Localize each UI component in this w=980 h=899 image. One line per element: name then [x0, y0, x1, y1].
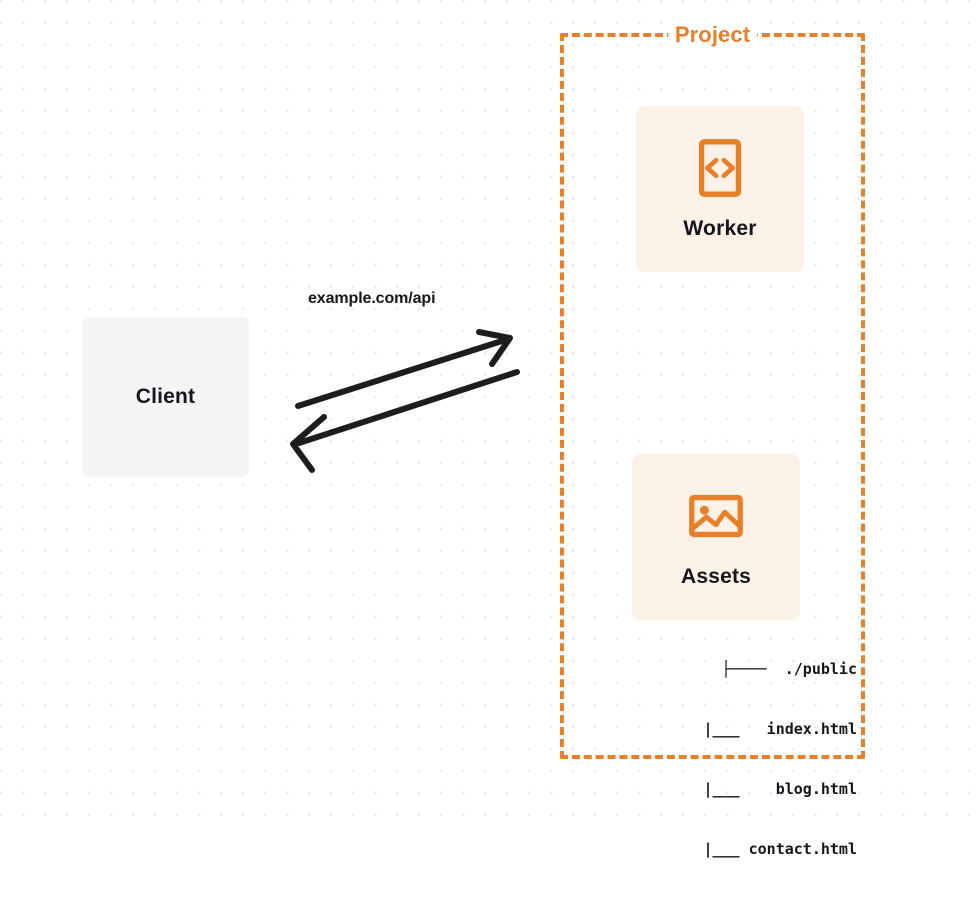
project-title: Project	[667, 22, 758, 48]
client-label: Client	[135, 385, 196, 408]
worker-card[interactable]: Worker	[636, 106, 804, 272]
image-icon	[689, 494, 743, 538]
request-arrow	[295, 329, 513, 409]
assets-file-tree: ├──── ./public |___ index.html |___ blog…	[612, 619, 857, 899]
file-tree-row: |___ blog.html	[667, 780, 857, 798]
code-icon	[698, 139, 742, 197]
file-tree-row: |___ contact.html	[667, 840, 857, 858]
project-group: Project Worker Assets ├──── ./public |__…	[560, 22, 865, 858]
diagram-canvas: Client example.com/api Project Worker	[0, 0, 980, 858]
worker-label: Worker	[683, 217, 757, 240]
assets-label: Assets	[680, 565, 752, 588]
file-tree-row: ├──── ./public	[721, 660, 857, 678]
file-tree-row: |___ index.html	[667, 720, 857, 738]
assets-card[interactable]: Assets	[632, 454, 800, 620]
client-node: Client	[82, 317, 249, 477]
response-arrow	[290, 369, 520, 473]
request-url-label: example.com/api	[308, 290, 436, 307]
